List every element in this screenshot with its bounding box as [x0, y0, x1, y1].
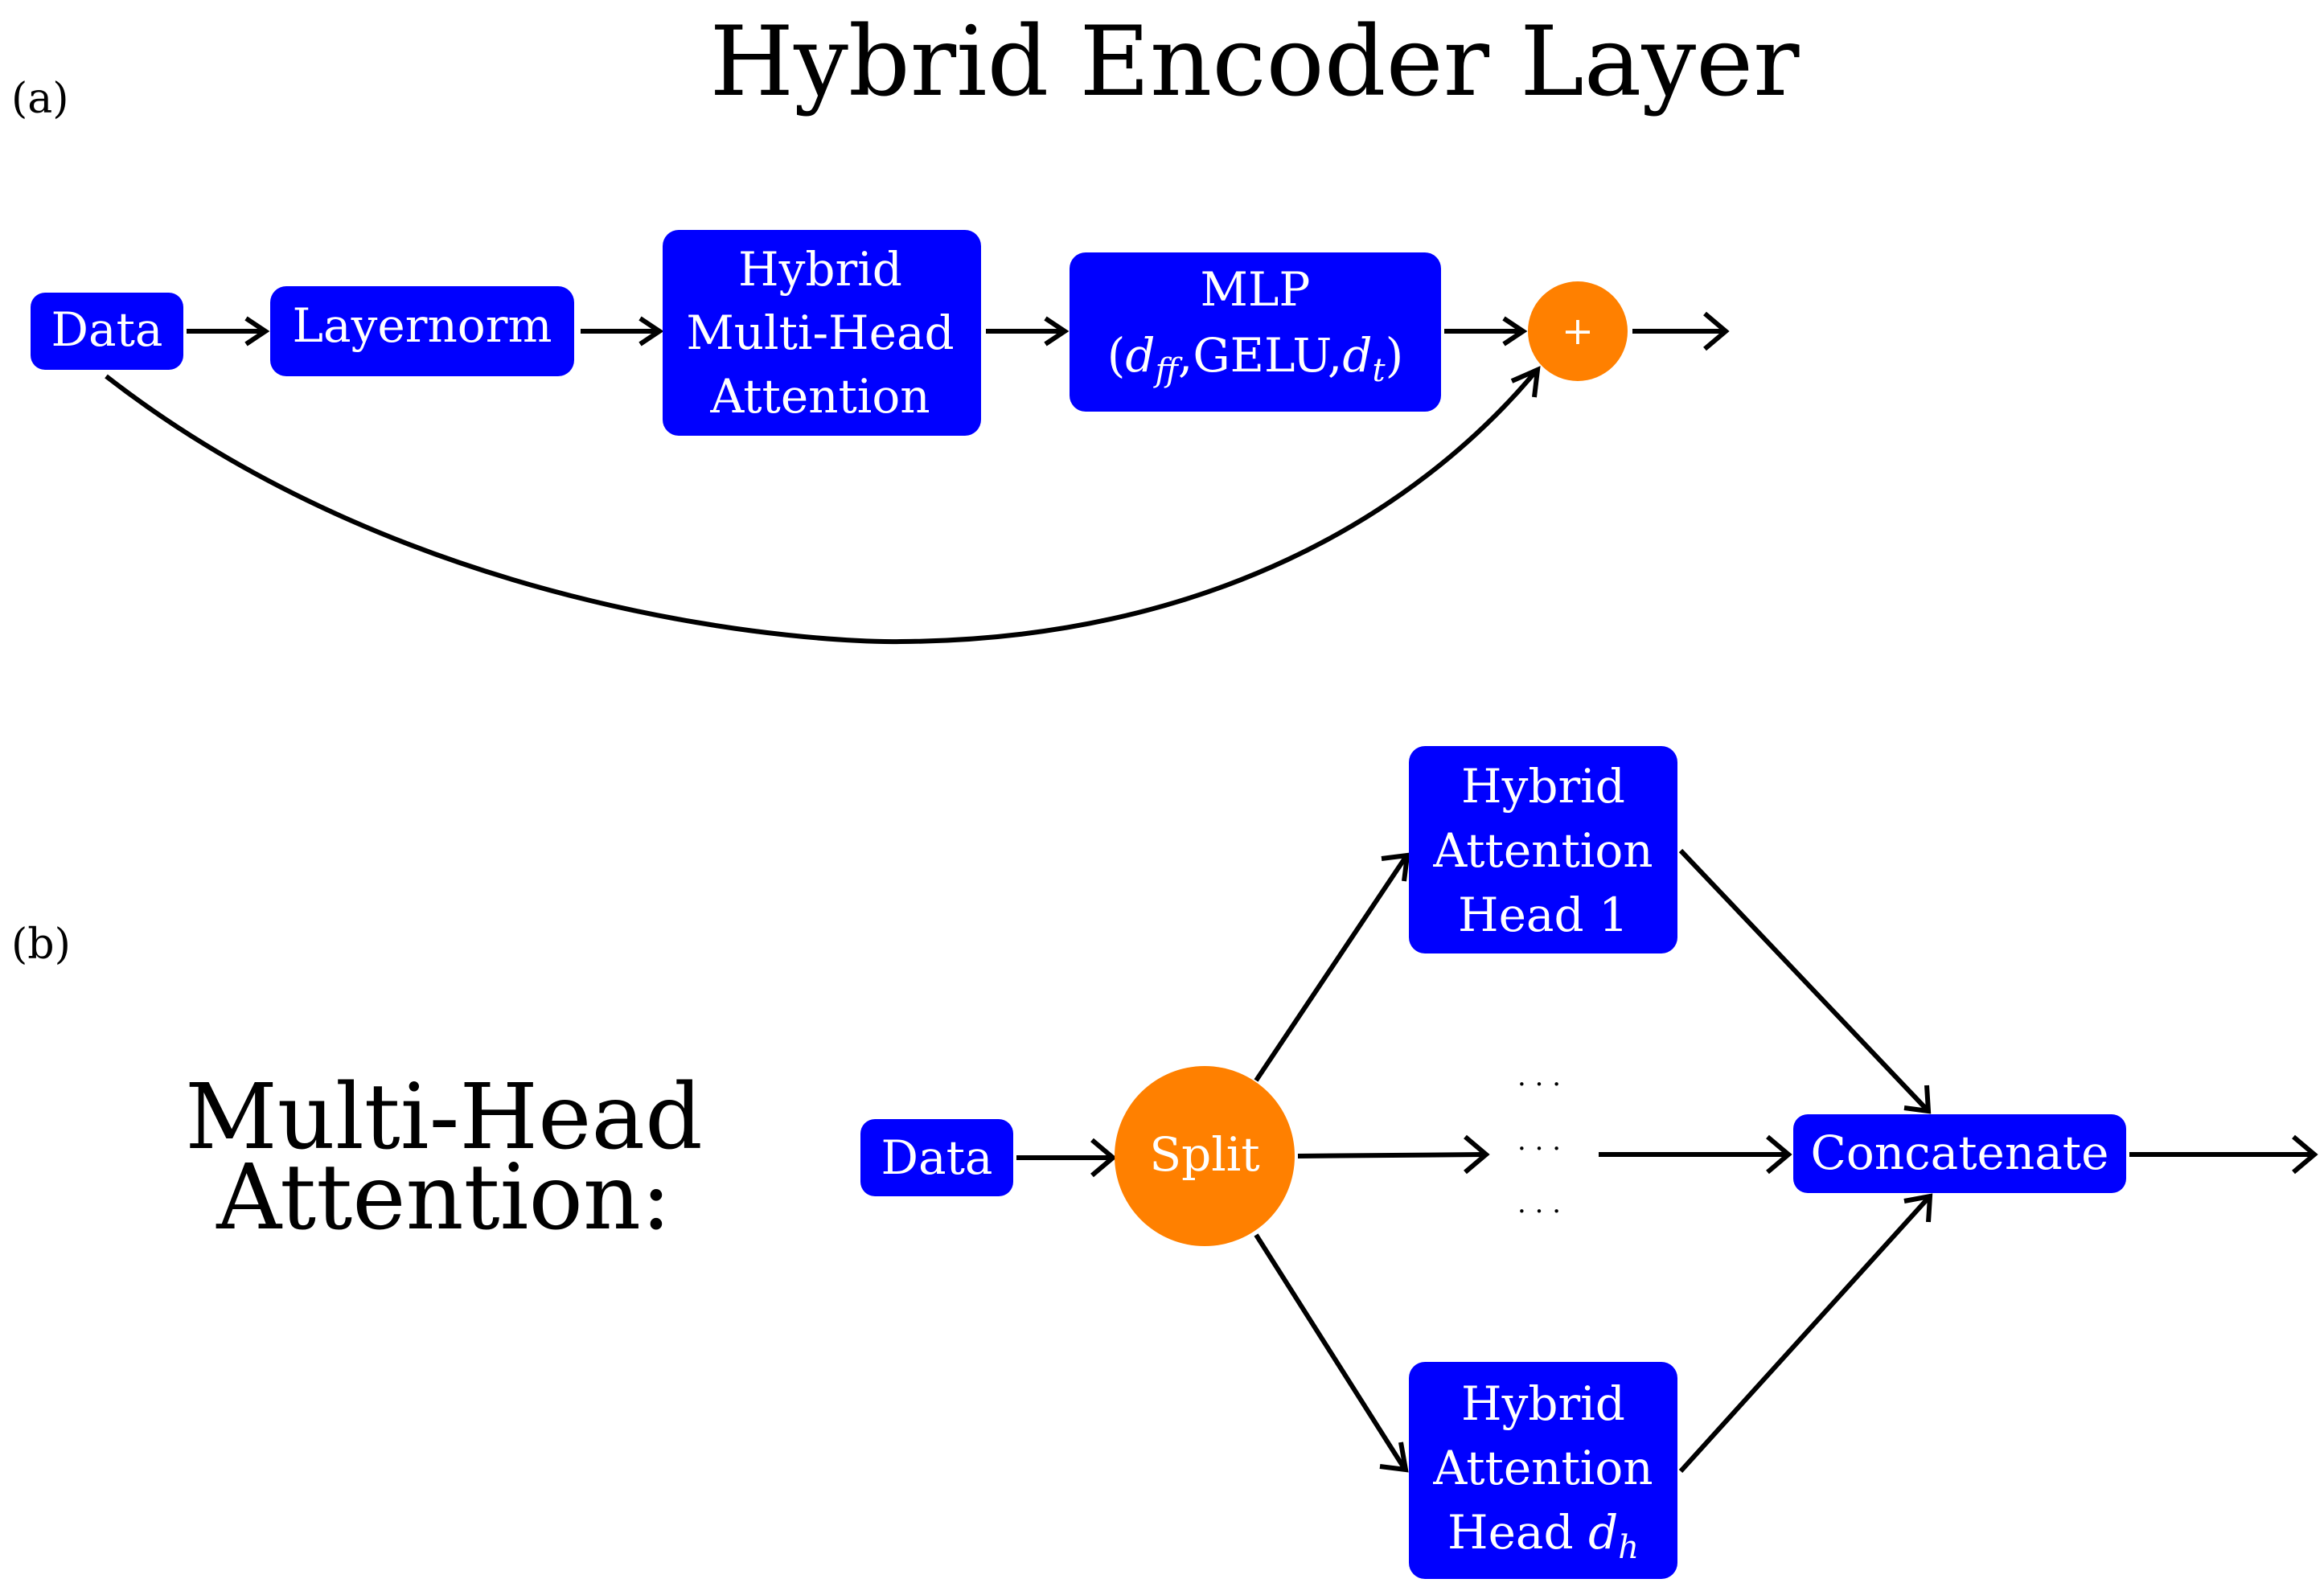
arrowhead: [1044, 316, 1070, 347]
node-label-line1: Hybrid: [738, 242, 902, 297]
node-attention-head-dh: Hybrid Attention Head dh: [1409, 1362, 1677, 1579]
arrowhead: [1903, 1085, 1932, 1114]
arrowhead: [1766, 1134, 1792, 1175]
head-subscript-h: h: [1618, 1529, 1639, 1566]
panel-b-heading-line1: Multi-Head: [185, 1065, 703, 1170]
arrowhead: [1381, 852, 1410, 882]
node-label-line2: (dff,GELU,dt): [1107, 328, 1403, 389]
node-label-line2: Attention: [1432, 823, 1653, 878]
ellipsis-top: · · ·: [1517, 1068, 1561, 1101]
panel-b-edges: [1016, 848, 2318, 1474]
node-label: Data: [881, 1130, 993, 1185]
node-label: Layernorm: [293, 298, 552, 353]
node-hybrid-multi-head-attention: Hybrid Multi-Head Attention: [663, 230, 981, 436]
node-label-line1: Hybrid: [1461, 1376, 1625, 1431]
edge-split-dots: [1297, 1152, 1485, 1158]
diagram-title: Hybrid Encoder Layer: [709, 6, 1800, 118]
node-label-line1: Hybrid: [1461, 759, 1625, 814]
node-label-line2: Attention: [1432, 1441, 1653, 1495]
arrowhead: [1703, 311, 1730, 351]
mlp-d2: d: [1342, 328, 1372, 383]
arrowhead: [1903, 1193, 1933, 1223]
node-label: Concatenate: [1811, 1126, 2109, 1180]
panel-a-label: (a): [11, 75, 69, 123]
node-label-line1: MLP: [1201, 262, 1311, 317]
head-prefix: Head: [1447, 1505, 1588, 1560]
node-split: Split: [1115, 1066, 1295, 1246]
arrowhead: [638, 316, 664, 347]
arrowhead: [1502, 316, 1528, 347]
mlp-paren-close: ): [1386, 328, 1404, 383]
arrowhead: [1464, 1134, 1490, 1175]
ellipsis-middle: · · ·: [1517, 1133, 1561, 1165]
node-data-b: Data: [860, 1119, 1013, 1196]
mlp-mid: ,GELU,: [1178, 328, 1342, 383]
node-attention-head-1: Hybrid Attention Head 1: [1409, 746, 1677, 953]
arrowhead: [2292, 1134, 2318, 1175]
node-label: Data: [51, 302, 163, 357]
edge-split-headh: [1254, 1233, 1406, 1470]
node-label-line3: Head 1: [1458, 888, 1628, 942]
mlp-d: d: [1125, 328, 1155, 383]
panel-b-heading-line2: Attention:: [216, 1146, 671, 1250]
mlp-subscript-t: t: [1373, 352, 1386, 389]
node-label-line2: Multi-Head: [686, 306, 954, 360]
panel-b-label: (b): [11, 921, 71, 969]
node-data-a: Data: [31, 293, 183, 370]
edge-head1-concat: [1678, 848, 1929, 1112]
mlp-paren-open: (: [1107, 328, 1126, 383]
node-concatenate: Concatenate: [1793, 1114, 2126, 1193]
head-d: d: [1588, 1505, 1618, 1560]
arrowhead: [1090, 1138, 1117, 1178]
node-label-line3: Head dh: [1447, 1505, 1639, 1566]
arrowhead: [1379, 1441, 1409, 1473]
node-layernorm: Layernorm: [270, 286, 574, 376]
node-mlp: MLP (dff,GELU,dt): [1070, 252, 1441, 412]
node-plus: +: [1528, 281, 1628, 381]
edge-residual-skip: [105, 371, 1537, 645]
node-label-line3: Attention: [709, 369, 930, 424]
panel-a-edges: [105, 311, 1730, 645]
arrowhead: [244, 316, 270, 347]
ellipsis-bottom: · · ·: [1517, 1195, 1561, 1228]
node-label: +: [1562, 309, 1594, 354]
node-label: Split: [1149, 1127, 1259, 1182]
edge-headh-concat: [1678, 1195, 1931, 1474]
edge-split-head1: [1254, 855, 1408, 1082]
arrowhead: [1510, 366, 1541, 398]
